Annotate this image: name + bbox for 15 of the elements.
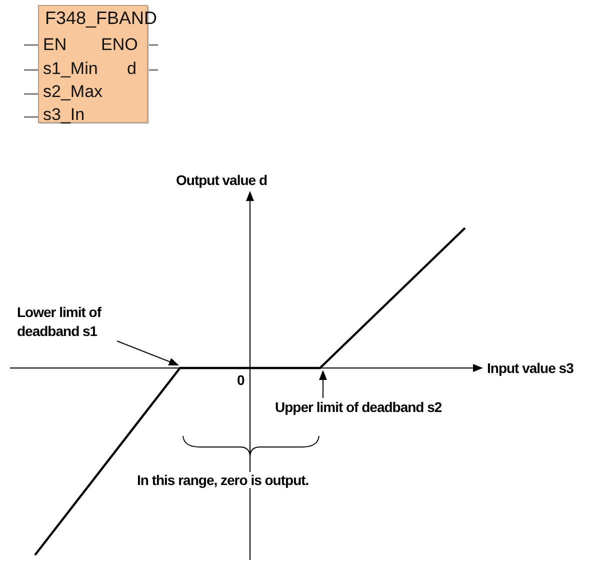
leader-arrow — [319, 370, 327, 398]
callout-text: Lower limit of deadband s1 — [17, 303, 117, 341]
pin-label: EN — [43, 35, 67, 55]
pin-label: s2_Max — [43, 82, 103, 102]
pin-label: ENO — [101, 35, 138, 55]
pin-label: s3_In — [43, 105, 85, 125]
block-name: F348_FBAND — [45, 8, 158, 29]
pin-label: s1_Min — [43, 59, 98, 79]
origin-label: 0 — [237, 372, 244, 388]
pin-label: d — [127, 59, 136, 79]
axis-label: Output value d — [176, 172, 267, 188]
leader-arrow — [116, 340, 179, 366]
axis-label: Input value s3 — [487, 360, 574, 376]
callout-text: Upper limit of deadband s2 — [275, 398, 442, 417]
range-note: In this range, zero is output. — [137, 472, 309, 488]
